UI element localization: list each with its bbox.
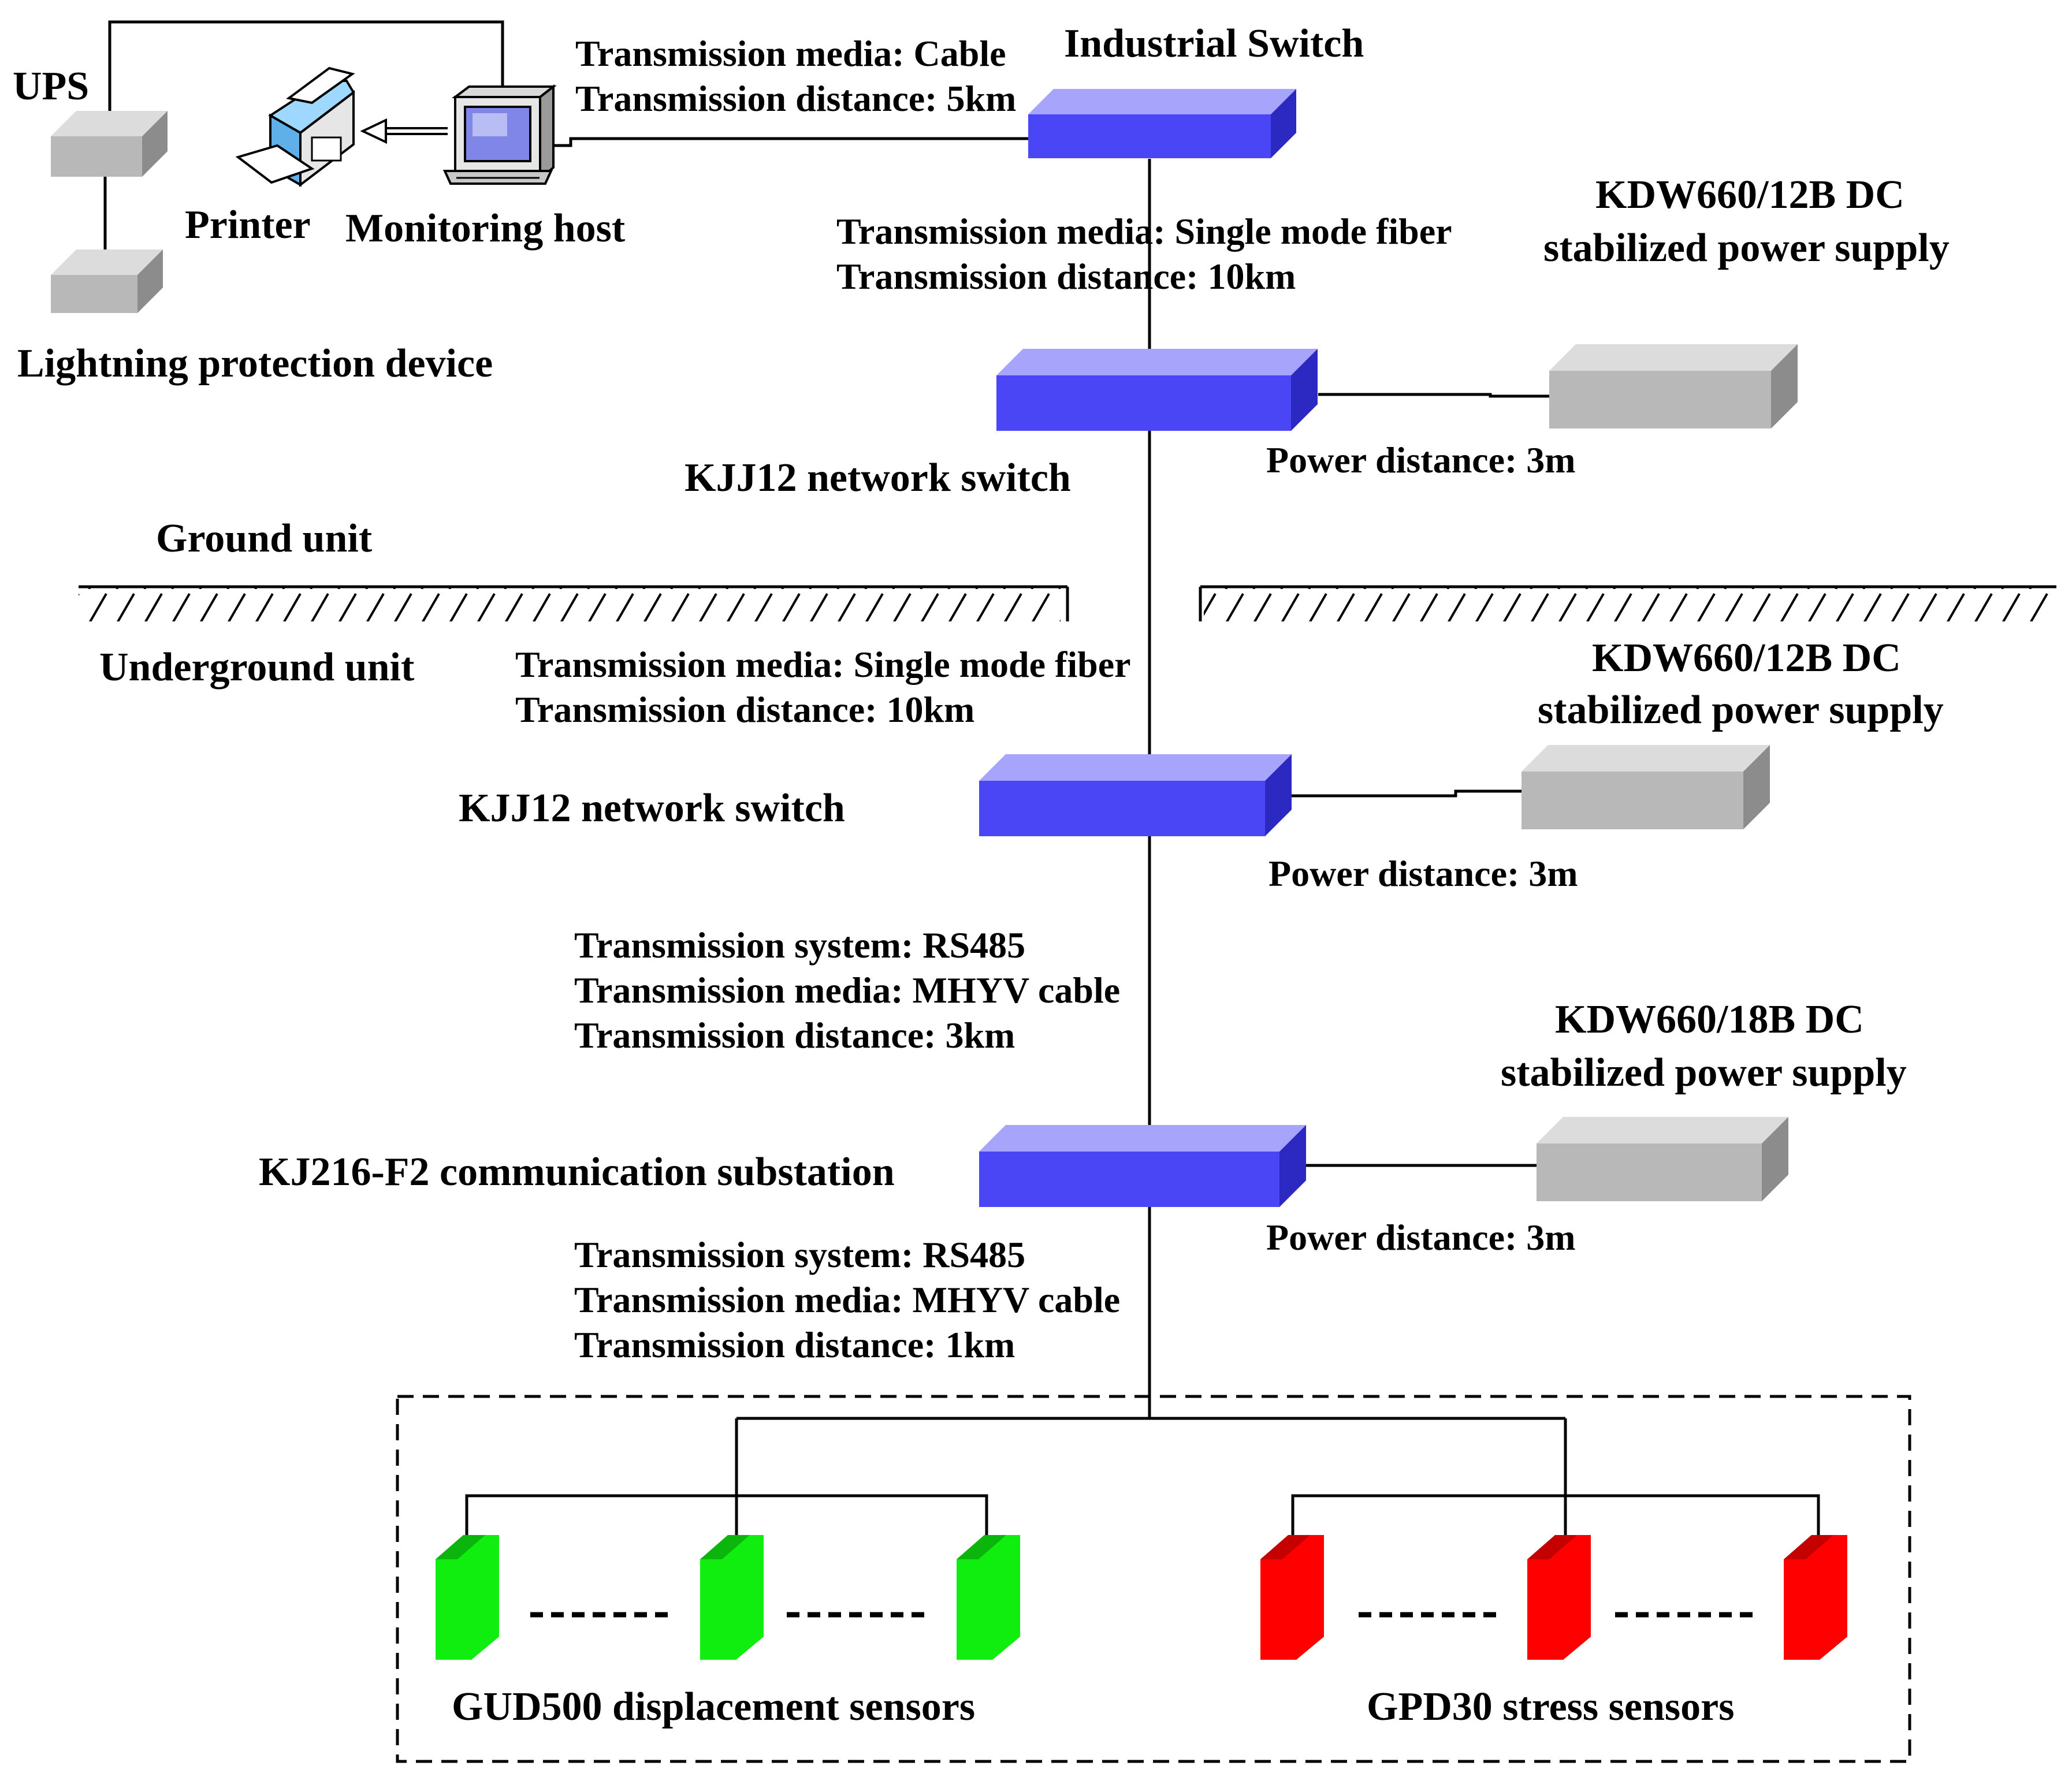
stress-branch (1291, 1494, 1820, 1548)
lightning-protection-label: Lightning protection device (17, 341, 493, 386)
stress-sensor-3[interactable] (1784, 1535, 1847, 1660)
power1-type-label: stabilized power supply (1543, 226, 1950, 270)
power3-distance-label: Power distance: 3m (1266, 1217, 1576, 1258)
link3-system-label: Transmission system: RS485 (574, 925, 1025, 966)
kjj12-network-switch-2[interactable] (979, 754, 1292, 836)
power-supply-3[interactable] (1537, 1117, 1788, 1201)
devices (51, 89, 1847, 1660)
stress-sensors-label: GPD30 stress sensors (1367, 1685, 1734, 1729)
kjj12-switch-1-label: KJJ12 network switch (685, 456, 1071, 500)
stress-sensor-2[interactable] (1527, 1535, 1591, 1660)
connection-lines (103, 20, 1820, 1548)
communication-substation[interactable] (979, 1125, 1306, 1207)
ground-divider (79, 585, 2056, 621)
ground-unit-label: Ground unit (156, 516, 372, 561)
cable-distance-label: Transmission distance: 5km (575, 78, 1016, 119)
substation-label: KJ216-F2 communication substation (259, 1150, 895, 1194)
displacement-sensor-3[interactable] (957, 1535, 1020, 1660)
link2-distance-label: Transmission distance: 10km (515, 689, 974, 730)
link1-media-label: Transmission media: Single mode fiber (836, 211, 1452, 252)
power3-type-label: stabilized power supply (1501, 1050, 1907, 1095)
power1-model-label: KDW660/12B DC (1595, 173, 1904, 217)
displacement-sensors-label: GUD500 displacement sensors (452, 1685, 975, 1729)
power1-distance-label: Power distance: 3m (1266, 439, 1576, 480)
link4-distance-label: Transmission distance: 1km (574, 1324, 1015, 1365)
host-to-industrial-switch-line (553, 137, 1028, 147)
link4-system-label: Transmission system: RS485 (574, 1234, 1025, 1275)
host-to-printer-arrow (360, 118, 448, 144)
printer-icon[interactable] (235, 66, 355, 188)
monitoring-host-icon[interactable] (442, 84, 557, 185)
labels: UPS Printer Monitoring host Lightning pr… (13, 21, 1950, 1729)
power2-model-label: KDW660/12B DC (1592, 636, 1901, 680)
link3-distance-label: Transmission distance: 3km (574, 1015, 1015, 1056)
industrial-switch-label: Industrial Switch (1064, 21, 1364, 66)
industrial-switch[interactable] (1028, 89, 1296, 158)
stress-sensor-1[interactable] (1260, 1535, 1324, 1660)
lightning-protection-box[interactable] (51, 249, 163, 313)
power2-distance-label: Power distance: 3m (1269, 853, 1578, 894)
power-line-1 (1318, 393, 1549, 398)
link1-distance-label: Transmission distance: 10km (836, 256, 1296, 297)
cable-media-label: Transmission media: Cable (575, 33, 1006, 74)
link4-media-label: Transmission media: MHYV cable (574, 1279, 1120, 1320)
monitoring-host-label: Monitoring host (345, 206, 625, 251)
kjj12-switch-2-label: KJJ12 network switch (459, 786, 845, 830)
ups-box[interactable] (51, 111, 168, 177)
link3-media-label: Transmission media: MHYV cable (574, 970, 1120, 1011)
ups-label: UPS (13, 64, 89, 109)
power2-type-label: stabilized power supply (1538, 688, 1944, 732)
power-supply-1[interactable] (1549, 344, 1798, 429)
underground-unit-label: Underground unit (99, 645, 414, 690)
power-supply-2[interactable] (1522, 745, 1770, 829)
power-line-2 (1271, 789, 1522, 798)
power3-model-label: KDW660/18B DC (1555, 997, 1864, 1042)
displacement-sensor-1[interactable] (436, 1535, 499, 1660)
kjj12-network-switch-1[interactable] (996, 349, 1318, 431)
ups-to-host-line (108, 20, 504, 113)
sensor-group-frame (396, 1395, 1911, 1763)
printer-label: Printer (185, 203, 311, 247)
displacement-branch (465, 1494, 988, 1548)
displacement-sensor-2[interactable] (700, 1535, 764, 1660)
link2-media-label: Transmission media: Single mode fiber (515, 644, 1131, 685)
